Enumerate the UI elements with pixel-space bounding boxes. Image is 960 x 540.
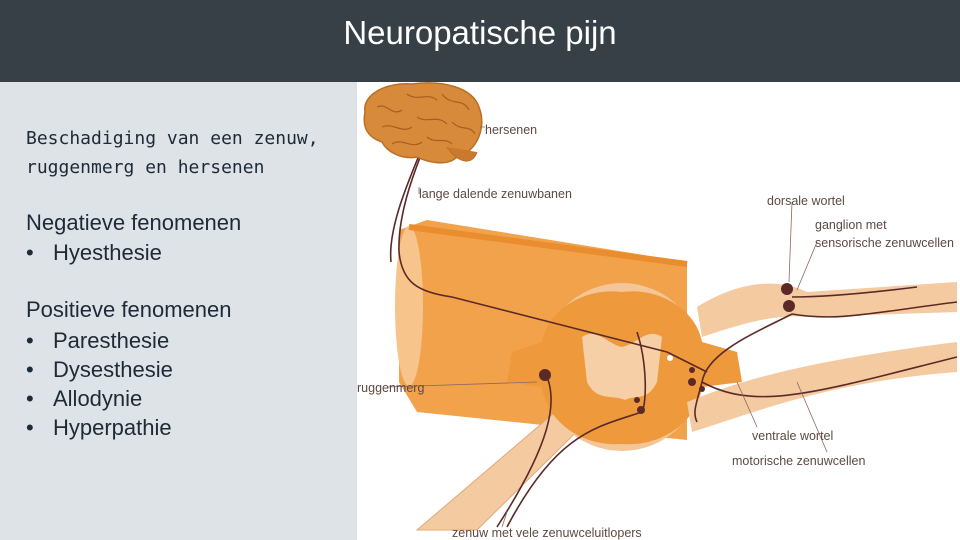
title-bar: Neuropatische pijn [0,0,960,82]
peripheral-nerve [687,342,957,432]
label-hersenen: hersenen [485,123,537,137]
positive-heading: Positieve fenomenen [26,297,232,322]
negative-item: Hyesthesie [26,238,162,267]
positive-item: Allodynie [26,384,173,413]
positive-item: Hyperpathie [26,413,173,442]
dorsal-root [697,282,957,337]
diagram-svg: hersenen lange dalende zenuwbanen dorsal… [357,82,958,540]
subtitle-line-1: Beschadiging van een zenuw, [26,128,319,149]
positive-item: Dysesthesie [26,355,173,384]
subtitle: Beschadiging van een zenuw, ruggenmerg e… [26,124,346,182]
spinal-cord-diagram: hersenen lange dalende zenuwbanen dorsal… [357,82,960,540]
label-ventral-root: ventrale wortel [752,429,833,443]
brain [363,82,483,164]
label-descending: lange dalende zenuwbanen [419,187,572,201]
positive-list: Paresthesie Dysesthesie Allodynie Hyperp… [26,326,173,442]
label-ganglion-1: ganglion met [815,218,887,232]
label-motor: motorische zenuwcellen [732,454,865,468]
negative-heading: Negatieve fenomenen [26,210,242,235]
label-ruggenmerg: ruggenmerg [357,381,424,395]
positive-item: Paresthesie [26,326,173,355]
subtitle-line-2: ruggenmerg en hersenen [26,157,265,178]
negative-list: Hyesthesie [26,238,162,267]
label-nerve: zenuw met vele zenuwceluitlopers [452,526,642,540]
slide-title: Neuropatische pijn [343,14,617,51]
cross-section [507,283,742,451]
label-dorsal-root: dorsale wortel [767,194,845,208]
neuron-cells [539,283,795,414]
lesion-marker [667,355,673,361]
label-ganglion-2: sensorische zenuwcellen [815,236,954,250]
text-panel: Beschadiging van een zenuw, ruggenmerg e… [0,82,357,540]
leader-lines [386,126,828,528]
